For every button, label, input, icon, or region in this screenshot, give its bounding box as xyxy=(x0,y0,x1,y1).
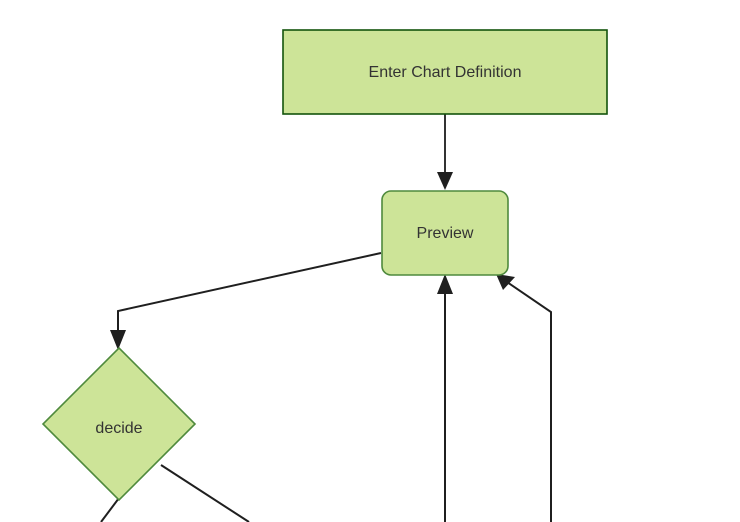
node-enter-chart-definition[interactable]: Enter Chart Definition xyxy=(282,29,608,115)
edge-enter-to-preview-arrowhead xyxy=(437,172,453,190)
edge-bottom-right-to-preview-arrowhead xyxy=(496,274,515,290)
edge-enter-to-preview[interactable] xyxy=(437,114,453,190)
edge-preview-to-decide-arrowhead xyxy=(110,330,126,350)
edge-bottom-to-preview[interactable] xyxy=(437,274,453,522)
node-decide-shape xyxy=(41,346,197,502)
edge-preview-to-decide[interactable] xyxy=(110,252,382,350)
edge-bottom-to-preview-arrowhead xyxy=(437,274,453,294)
node-preview[interactable]: Preview xyxy=(381,190,509,276)
edge-bottom-right-to-preview[interactable] xyxy=(496,274,552,522)
node-decide[interactable]: decide xyxy=(41,346,197,502)
edge-decide-down-left-line xyxy=(100,497,120,522)
node-preview-shape xyxy=(381,190,509,276)
edge-preview-to-decide-line xyxy=(117,252,382,338)
edge-decide-down-right[interactable] xyxy=(160,464,250,522)
edge-decide-down-right-line xyxy=(160,464,250,522)
edge-decide-down-left[interactable] xyxy=(100,497,120,522)
node-enter-chart-definition-shape xyxy=(282,29,608,115)
edge-bottom-right-to-preview-line xyxy=(503,279,552,522)
edge-layer xyxy=(100,114,552,522)
